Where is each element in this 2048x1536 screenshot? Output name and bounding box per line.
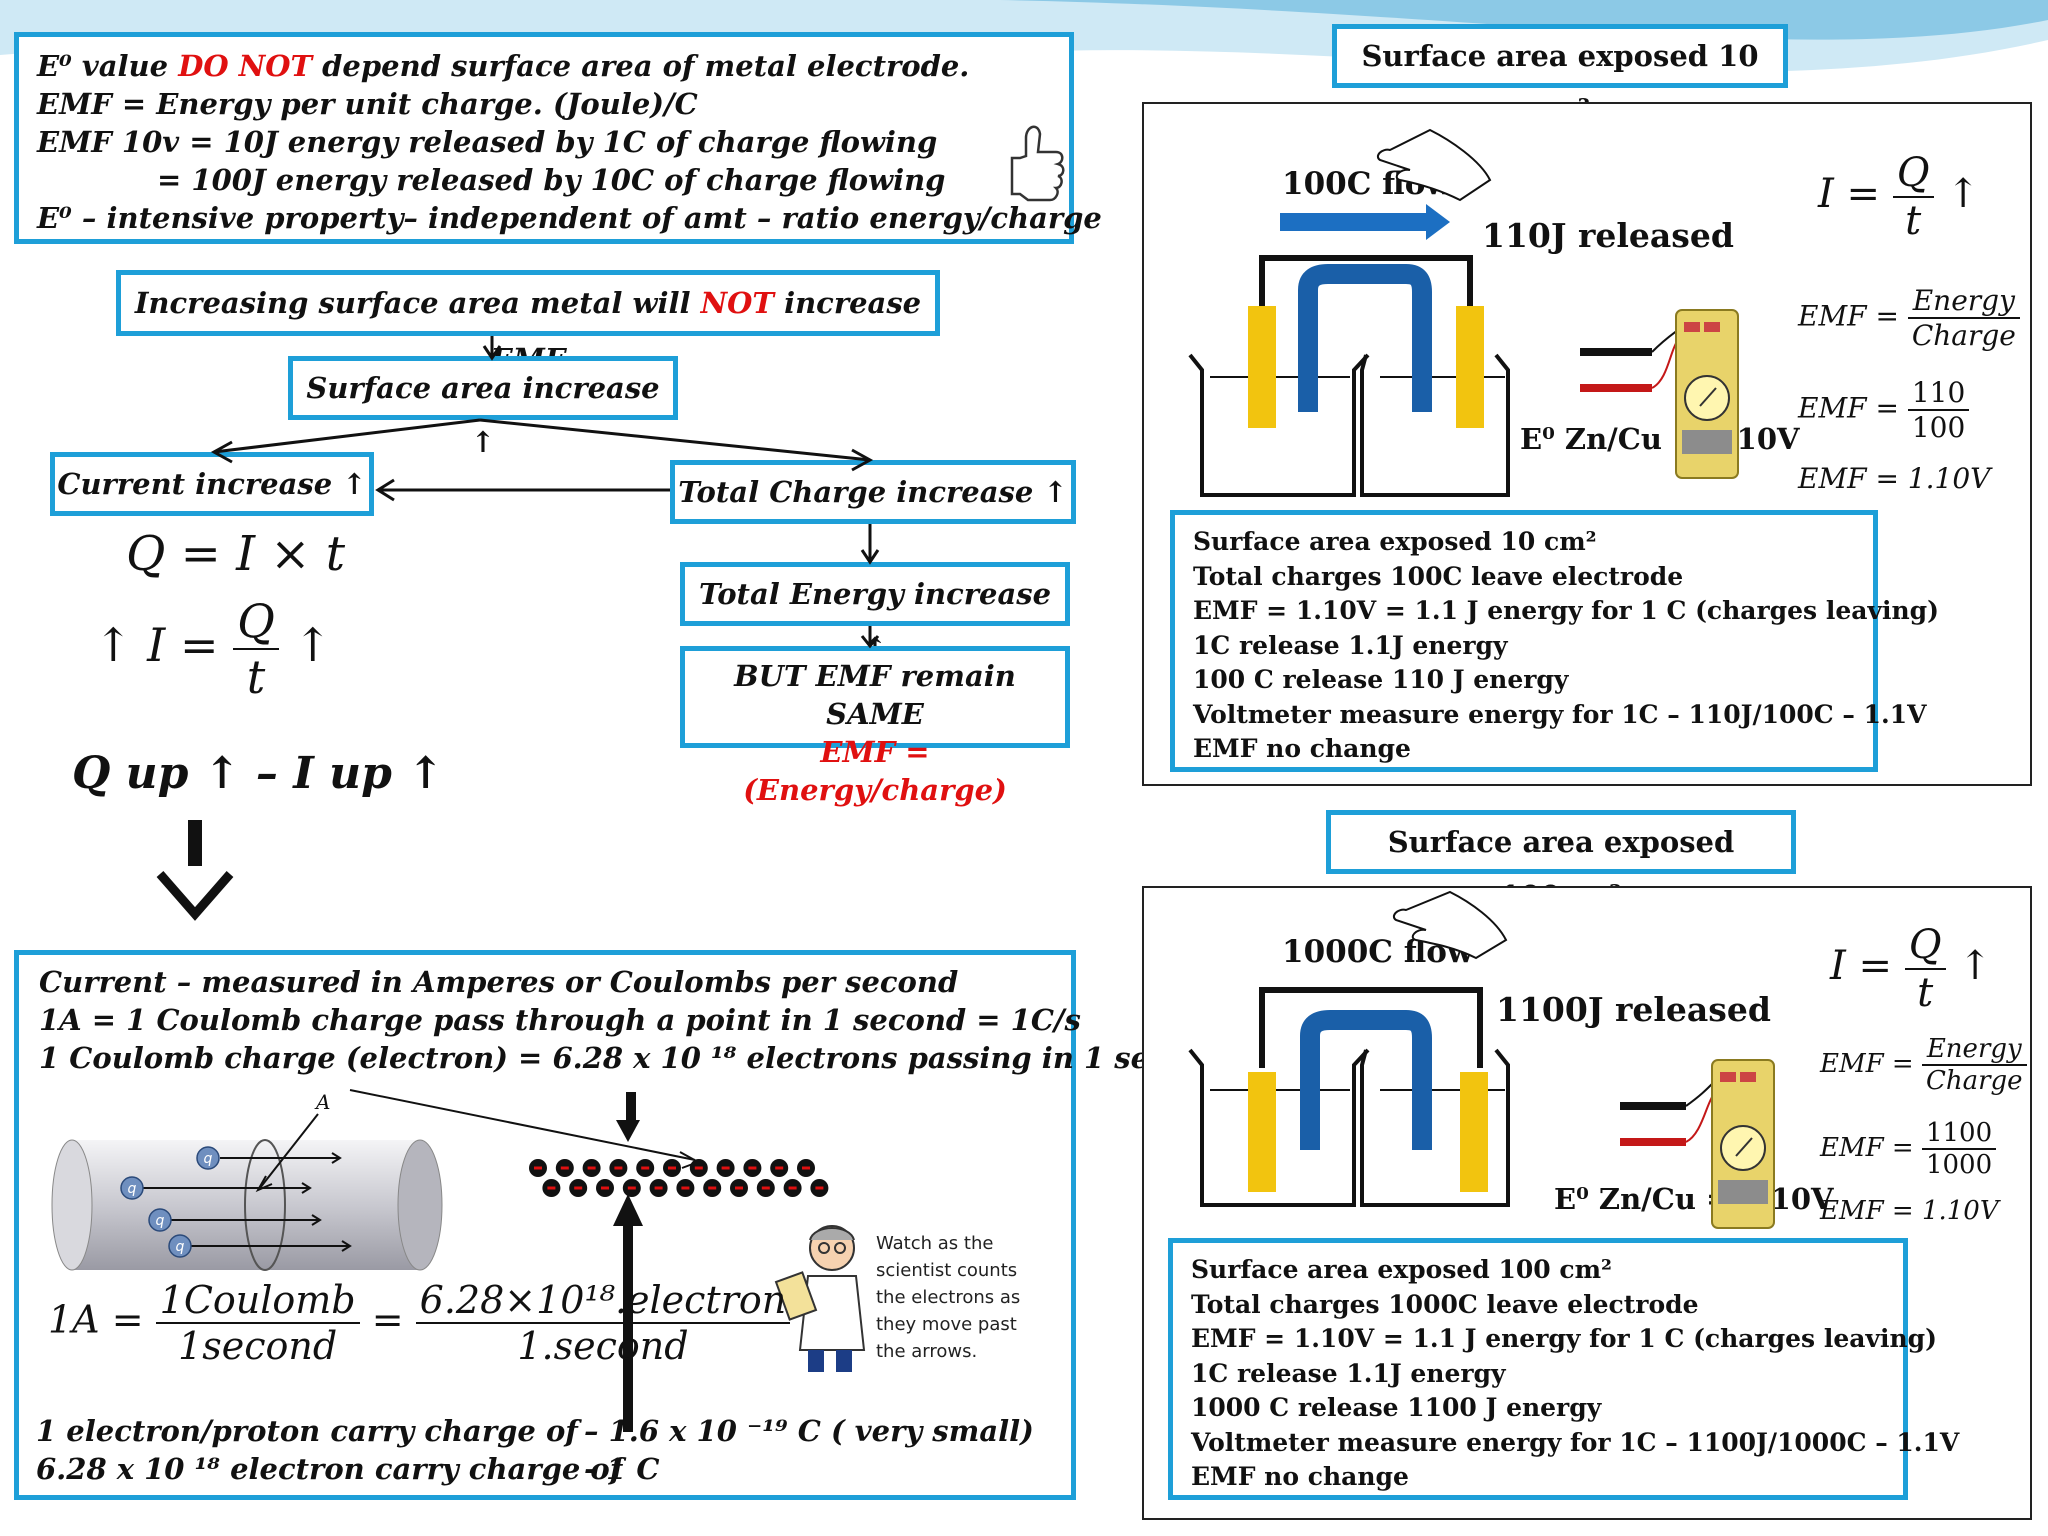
panel1-info-line: EMF no change	[1193, 734, 1411, 763]
electron-minus-sign	[587, 1166, 596, 1170]
electron-minus-sign	[694, 1166, 703, 1170]
panel1-e0-label: E⁰ Zn/Cu = 1.10V	[1520, 422, 1800, 456]
electron-minus-sign	[547, 1186, 556, 1190]
panel1-emf-result: EMF = 1.10V	[1798, 462, 1991, 495]
formula-q-equals-it: Q = I × t	[126, 526, 346, 582]
q-up-i-up-label: Q up ↑ – I up ↑	[72, 748, 445, 799]
panel1-info-line: Voltmeter measure energy for 1C – 110J/1…	[1193, 699, 1927, 729]
emf-same-label: BUT EMF remain SAME	[734, 659, 1016, 731]
charge-line-1-right: – 1.6 x 10 ⁻¹⁹ C ( very small)	[584, 1414, 1034, 1448]
intro-line-1: E⁰ value DO NOT depend surface area of m…	[37, 49, 970, 83]
panel1-info-line: EMF = 1.10V = 1.1 J energy for 1 C (char…	[1193, 596, 1939, 625]
electron-minus-sign	[748, 1166, 757, 1170]
panel2-info-line: 1C release 1.1J energy	[1191, 1358, 1506, 1388]
wire-area-label: A	[316, 1090, 331, 1114]
charge-line-1-left: 1 electron/proton carry charge of	[36, 1414, 578, 1448]
electron-minus-sign	[627, 1186, 636, 1190]
panel2-emf-result: EMF = 1.10V	[1820, 1196, 1999, 1226]
panel2-info-line: EMF = 1.10V = 1.1 J energy for 1 C (char…	[1191, 1324, 1937, 1353]
intro-line-5: E⁰ – intensive property– independent of …	[37, 201, 1102, 235]
electron-minus-sign	[802, 1166, 810, 1170]
panel2-info-line: EMF no change	[1191, 1462, 1409, 1491]
electron-minus-sign	[815, 1186, 824, 1190]
scientist-caption: Watch as the scientist counts the electr…	[876, 1233, 1021, 1362]
panel2-info-line: 1000 C release 1100 J energy	[1191, 1393, 1602, 1422]
panel1-info-box: Surface area exposed 10 cm² Total charge…	[1170, 510, 1939, 772]
electron-minus-sign	[534, 1166, 542, 1170]
panel2-info-box: Surface area exposed 100 cm² Total charg…	[1168, 1238, 1960, 1500]
electron-minus-sign	[735, 1186, 743, 1190]
flow-box-surface-area-not-emf: Increasing surface area metal will NOT i…	[116, 270, 940, 376]
down-arrow-icon	[156, 820, 234, 921]
panel1-info-line: 1C release 1.1J energy	[1193, 630, 1508, 660]
intro-info-box: E⁰ value DO NOT depend surface area of m…	[14, 32, 1102, 244]
current-line-2: 1A = 1 Coulomb charge pass through a poi…	[39, 1003, 1081, 1037]
flow-box-total-energy-increase: Total Energy increase ↑	[680, 562, 1070, 665]
charge-line-2-left: 6.28 x 10 ¹⁸ electron carry charge of	[36, 1452, 623, 1486]
electron-minus-sign	[761, 1186, 770, 1190]
charge-line-2-right: - 1 C	[584, 1452, 660, 1486]
thumbs-up-icon	[1010, 125, 1065, 202]
flow-box-current-increase: Current increase ↑	[50, 452, 374, 516]
electron-minus-sign	[708, 1186, 717, 1190]
panel1-cell-diagram	[1188, 128, 1739, 497]
electron-minus-sign	[574, 1186, 583, 1190]
panel2-released-label: 1100J released	[1496, 990, 1771, 1029]
current-definition-box: Current – measured in Amperes or Coulomb…	[14, 950, 1227, 1500]
electron-minus-sign	[681, 1186, 690, 1190]
panel2-cell-diagram	[1188, 890, 1775, 1229]
panel1-info-line: Surface area exposed 10 cm²	[1193, 527, 1597, 556]
electron-minus-sign	[654, 1186, 663, 1190]
electron-minus-sign	[601, 1186, 609, 1190]
electron-minus-sign	[560, 1166, 569, 1170]
electron-minus-sign	[788, 1186, 797, 1190]
emf-definition-label: EMF = (Energy/charge)	[743, 735, 1007, 807]
intro-line-4: = 100J energy released by 10C of charge …	[157, 163, 946, 197]
intro-line-2: EMF = Energy per unit charge. (Joule)/C	[37, 87, 698, 121]
svg-text:q: q	[156, 1213, 165, 1229]
panel1-info-line: Total charges 100C leave electrode	[1193, 561, 1684, 591]
electron-chain-illustration	[349, 1089, 829, 1432]
electron-minus-sign	[668, 1166, 676, 1170]
electron-minus-sign	[721, 1166, 730, 1170]
panel2-info-line: Total charges 1000C leave electrode	[1191, 1289, 1699, 1319]
panel1-released-label: 110J released	[1482, 216, 1734, 255]
electron-minus-sign	[775, 1166, 784, 1170]
electron-minus-sign	[614, 1166, 623, 1170]
flow-box-surface-area-increase: Surface area increase ↑	[288, 356, 678, 459]
panel2-info-line: Voltmeter measure energy for 1C – 1100J/…	[1191, 1427, 1960, 1457]
panel2-e0-label: E⁰ Zn/Cu = 1.10V	[1554, 1182, 1834, 1216]
panel1-info-line: 100 C release 110 J energy	[1193, 665, 1569, 694]
svg-text:q: q	[128, 1181, 137, 1197]
intro-line-3: EMF 10v = 10J energy released by 1C of c…	[37, 125, 938, 159]
svg-text:q: q	[204, 1151, 213, 1167]
flow-box-emf-same: BUT EMF remain SAME EMF = (Energy/charge…	[680, 646, 1070, 807]
scientist-counting-illustration	[774, 1225, 866, 1372]
flow-box-total-charge-increase: Total Charge increase ↑	[670, 460, 1076, 524]
panel2-info-line: Surface area exposed 100 cm²	[1191, 1255, 1613, 1284]
panel1-title: Surface area exposed 10 cm²	[1332, 24, 1788, 127]
flow-arrows	[210, 336, 880, 649]
current-line-3: 1 Coulomb charge (electron) = 6.28 x 10 …	[39, 1041, 1228, 1075]
svg-text:q: q	[176, 1239, 185, 1255]
current-line-1: Current – measured in Amperes or Coulomb…	[39, 965, 959, 999]
electron-minus-sign	[641, 1166, 650, 1170]
